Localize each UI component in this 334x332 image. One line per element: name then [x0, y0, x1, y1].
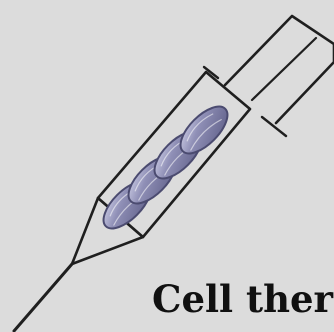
caption-text: Cell ther — [152, 274, 334, 324]
syringe-needle — [14, 264, 72, 331]
syringe-flange-right — [262, 117, 286, 136]
